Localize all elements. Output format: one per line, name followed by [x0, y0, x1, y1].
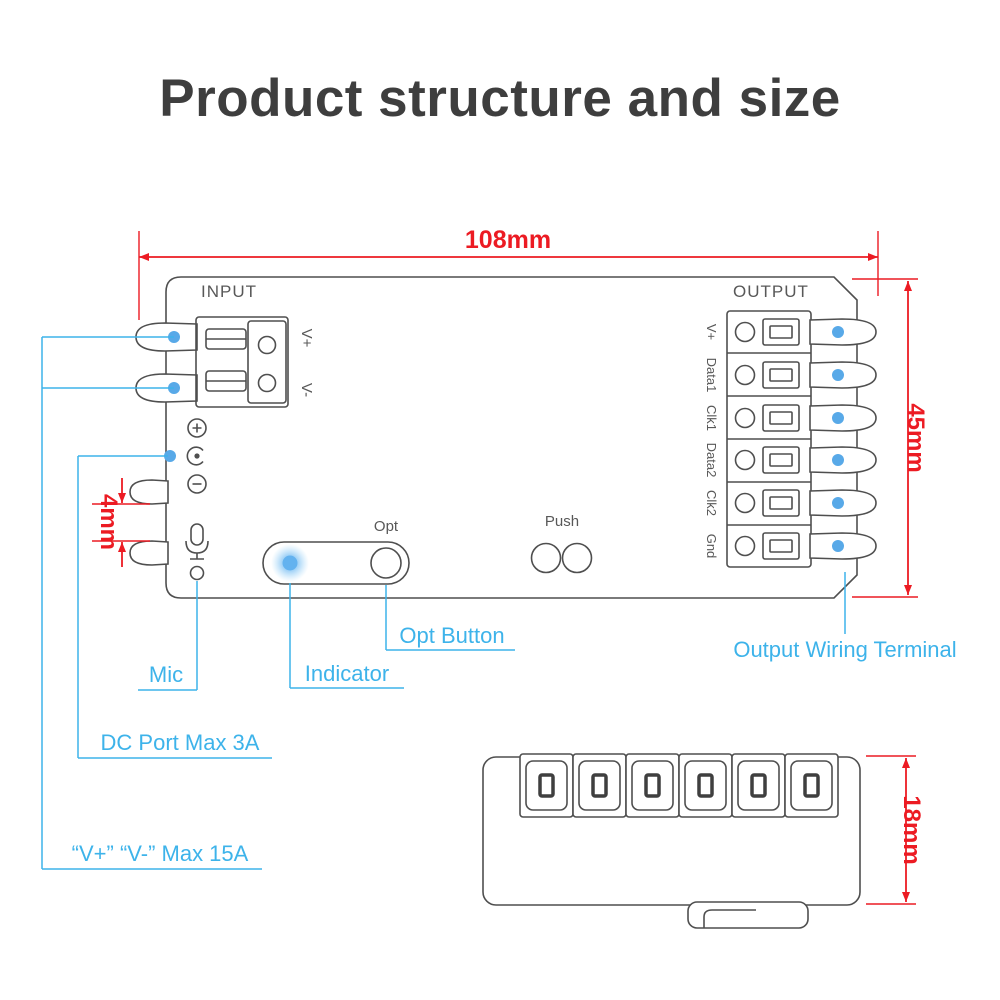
side-view-terminal-strip — [519, 753, 839, 818]
terminal-dot — [832, 454, 844, 466]
page-title: Product structure and size — [159, 69, 841, 128]
output-pin-labels: V+ Data1 Clk1 Data2 Clk2 Gnd — [704, 324, 719, 558]
side-terminal — [519, 753, 574, 818]
input-pin-label-vminus: V- — [298, 383, 315, 397]
push-button — [561, 542, 593, 574]
side-terminal — [731, 753, 786, 818]
callout-annotations: “V+” “V-” Max 15A DC Port Max 3A Mic Ind… — [41, 336, 957, 870]
terminal-dot — [832, 412, 844, 424]
device-top-view: INPUT OUTPUT V+ V- — [129, 276, 877, 599]
terminal-dot — [832, 326, 844, 338]
dimension-extension-lines — [866, 755, 916, 905]
terminal-dot — [832, 540, 844, 552]
indicator-opt-group — [262, 541, 410, 585]
dc-port-label: DC Port Max 3A — [101, 730, 260, 755]
push-button — [530, 542, 562, 574]
side-view-mounting-clip — [687, 901, 809, 929]
opt-button-callout-label: Opt Button — [399, 623, 504, 648]
output-pin-label: Clk1 — [704, 405, 719, 431]
input-pin-label-vplus: V+ — [298, 329, 315, 348]
input-rating-label: “V+” “V-” Max 15A — [72, 841, 249, 866]
output-pin-label: Clk2 — [704, 490, 719, 516]
input-screw — [257, 335, 277, 355]
mic-label: Mic — [149, 662, 183, 687]
dimension-gap-4mm: 4mm — [92, 478, 150, 567]
push-button-label: Push — [545, 513, 579, 530]
side-terminal — [572, 753, 627, 818]
terminal-dot — [832, 497, 844, 509]
dimension-side-height-18mm: 18mm — [866, 755, 925, 905]
dimension-side-height-label: 18mm — [898, 795, 925, 864]
output-section-label: OUTPUT — [733, 282, 809, 301]
indicator-leader-line — [289, 583, 404, 689]
dimension-width-108mm: 108mm — [138, 226, 879, 320]
side-terminal — [784, 753, 839, 818]
terminal-dot — [832, 369, 844, 381]
output-pin-label: Data1 — [704, 358, 719, 393]
microphone-icon — [185, 523, 209, 560]
input-section-label: INPUT — [201, 282, 257, 301]
dimension-width-label: 108mm — [465, 226, 551, 254]
input-terminal-block — [195, 316, 289, 408]
plus-icon — [192, 423, 202, 433]
output-wiring-terminal-label: Output Wiring Terminal — [733, 637, 956, 662]
indicator-led — [282, 555, 298, 571]
terminal-dot — [164, 450, 176, 462]
opt-button-label: Opt — [374, 518, 399, 535]
indicator-label: Indicator — [305, 661, 389, 686]
dimension-gap-label: 4mm — [95, 494, 122, 550]
mic-hole — [189, 565, 205, 581]
dimension-extension-lines — [92, 503, 150, 542]
side-terminal — [625, 753, 680, 818]
side-terminal — [678, 753, 733, 818]
input-rating-leader-line — [41, 336, 262, 870]
device-body-outline — [165, 276, 858, 599]
center-pin-icon — [186, 446, 204, 466]
dc-wire-tab — [129, 479, 169, 505]
opt-button — [370, 547, 402, 579]
device-side-view — [482, 753, 861, 929]
dimension-height-label: 45mm — [902, 403, 929, 472]
output-pin-label: V+ — [704, 324, 719, 340]
dc-port-leader-line — [77, 455, 272, 759]
push-buttons — [530, 542, 593, 574]
dimension-extension-lines — [138, 231, 879, 320]
output-pin-label: Data2 — [704, 443, 719, 478]
input-screw — [257, 373, 277, 393]
dimension-extension-lines — [852, 278, 918, 598]
output-pin-label: Gnd — [704, 534, 719, 559]
opt-button-leader-line — [385, 585, 515, 651]
dc-polarity-symbol — [186, 418, 207, 494]
dimension-height-45mm: 45mm — [852, 278, 929, 598]
dc-wire-tabs — [129, 479, 169, 566]
dc-wire-tab — [129, 540, 169, 566]
mic-leader-line — [138, 581, 198, 691]
